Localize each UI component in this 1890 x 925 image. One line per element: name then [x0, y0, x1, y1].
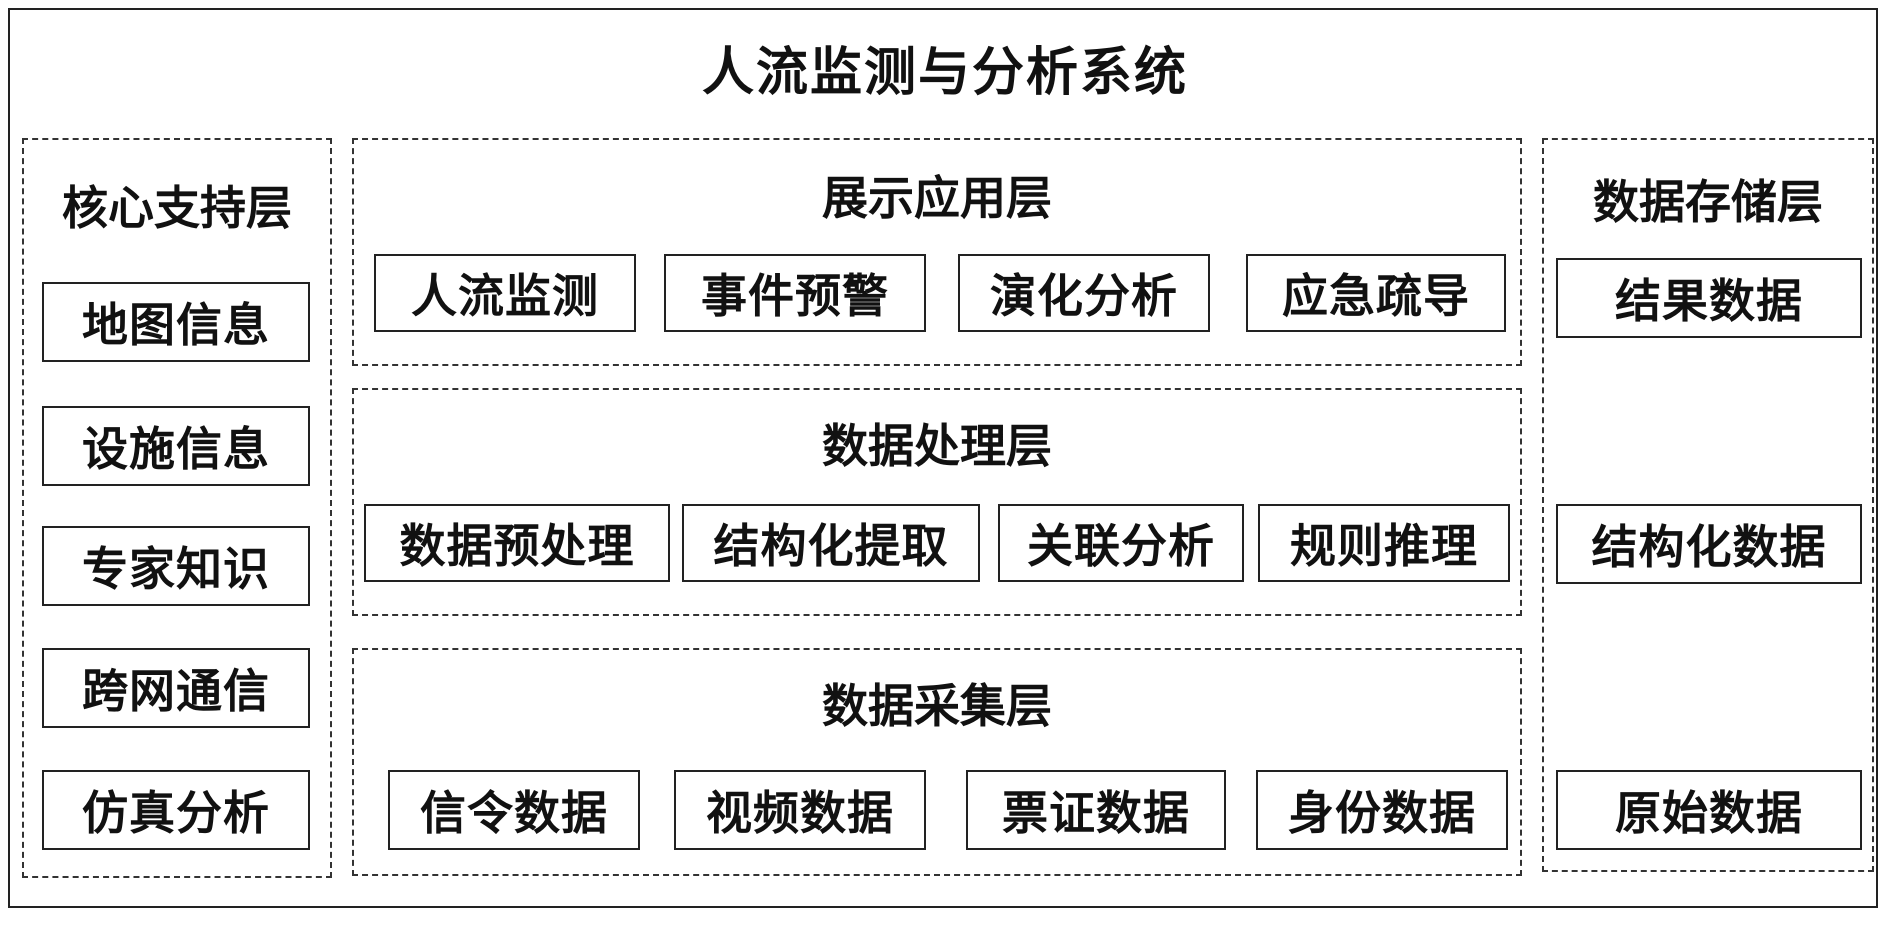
presentation-item-evolution-analysis: 演化分析 [958, 254, 1210, 332]
system-frame [8, 8, 1878, 908]
storage-item-structured-data: 结构化数据 [1556, 504, 1862, 584]
core-item-map-info: 地图信息 [42, 282, 310, 362]
collection-layer [352, 648, 1522, 876]
processing-layer [352, 388, 1522, 616]
presentation-item-emergency-guidance: 应急疏导 [1246, 254, 1506, 332]
storage-item-raw-data: 原始数据 [1556, 770, 1862, 850]
processing-item-data-preprocessing: 数据预处理 [364, 504, 670, 582]
presentation-layer [352, 138, 1522, 366]
core-item-expert-knowledge: 专家知识 [42, 526, 310, 606]
collection-layer-title: 数据采集层 [822, 679, 1052, 733]
collection-item-video-data: 视频数据 [674, 770, 926, 850]
collection-item-identity-data: 身份数据 [1256, 770, 1508, 850]
core-item-cross-network-comm: 跨网通信 [42, 648, 310, 728]
collection-item-ticket-data: 票证数据 [966, 770, 1226, 850]
core-item-simulation-analysis: 仿真分析 [42, 770, 310, 850]
processing-layer-title: 数据处理层 [822, 419, 1052, 473]
core-support-layer [22, 138, 332, 878]
processing-item-correlation-analysis: 关联分析 [998, 504, 1244, 582]
presentation-item-people-flow-monitoring: 人流监测 [374, 254, 636, 332]
storage-layer-title: 数据存储层 [1593, 175, 1823, 229]
processing-item-structured-extraction: 结构化提取 [682, 504, 980, 582]
storage-layer [1542, 138, 1874, 872]
storage-item-result-data: 结果数据 [1556, 258, 1862, 338]
core-item-facility-info: 设施信息 [42, 406, 310, 486]
collection-item-signaling-data: 信令数据 [388, 770, 640, 850]
system-title: 人流监测与分析系统 [701, 43, 1188, 103]
core-support-layer-title: 核心支持层 [62, 181, 292, 235]
processing-item-rule-reasoning: 规则推理 [1258, 504, 1510, 582]
presentation-layer-title: 展示应用层 [822, 171, 1052, 225]
presentation-item-event-warning: 事件预警 [664, 254, 926, 332]
